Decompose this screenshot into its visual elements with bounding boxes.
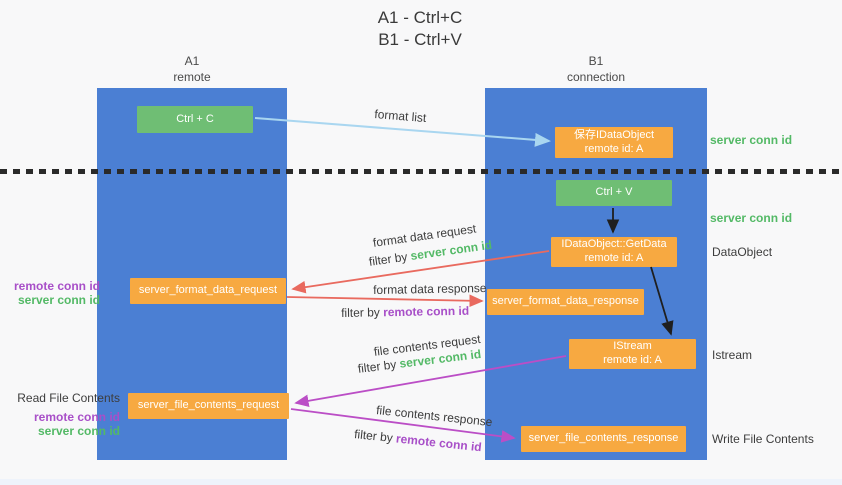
title-line-2: B1 - Ctrl+V	[378, 29, 462, 49]
title-line-1: A1 - Ctrl+C	[377, 8, 463, 27]
node-server-format-data-response: server_format_data_response	[487, 289, 644, 315]
node-server-file-contents-response: server_file_contents_response	[521, 426, 686, 452]
dotted-divider	[0, 169, 842, 174]
node-getdata-line1: IDataObject::GetData	[561, 238, 667, 251]
label-server-conn-id-mid: server conn id	[710, 211, 793, 225]
label-remote-conn-id-upper: remote conn id	[13, 279, 100, 293]
label-server-conn-id-top: server conn id	[710, 133, 793, 147]
label-write-file-contents: Write File Contents	[712, 432, 814, 446]
filter-by-text-2: filter by	[341, 305, 380, 320]
node-format-data-response-label: server_format_data_response	[492, 295, 639, 308]
column-b1-name: connection	[566, 69, 626, 84]
bottom-strip	[0, 479, 842, 485]
label-read-file-contents: Read File Contents	[17, 391, 120, 405]
column-b1-id: B1	[588, 54, 604, 68]
arrow-format-data-response	[286, 294, 484, 308]
node-save-idataobject: 保存IDataObject remote id: A	[555, 127, 673, 158]
label-filter-by-remote-conn-id-2: filter by remote conn id	[354, 427, 483, 454]
column-header-a1: A1 remote	[97, 54, 287, 85]
node-getdata-line2: remote id: A	[584, 252, 644, 264]
column-a1-name: remote	[173, 69, 211, 84]
node-server-format-data-request: server_format_data_request	[130, 278, 286, 304]
filter-remote-conn-id-2: remote conn id	[395, 431, 483, 455]
node-ctrl-v: Ctrl + V	[556, 180, 672, 206]
label-server-conn-id-upper: server conn id	[17, 293, 100, 307]
node-file-contents-response-label: server_file_contents_response	[528, 432, 679, 445]
node-server-file-contents-request: server_file_contents_request	[128, 393, 289, 419]
diagram-title: A1 - Ctrl+C B1 - Ctrl+V	[300, 7, 540, 51]
filter-by-text-4: filter by	[353, 427, 394, 445]
label-filter-by-remote-conn-id-1: filter by remote conn id	[341, 304, 469, 320]
label-dataobject: DataObject	[712, 245, 773, 259]
node-save-idataobject-line1: 保存IDataObject	[573, 128, 655, 141]
node-ctrl-c: Ctrl + C	[137, 106, 253, 133]
column-header-b1: B1 connection	[485, 54, 707, 85]
label-istream: Istream	[712, 348, 753, 362]
label-remote-conn-id-lower: remote conn id	[33, 410, 120, 424]
node-istream-line2: remote id: A	[603, 354, 662, 366]
filter-by-text-3: filter by	[357, 357, 398, 376]
node-ctrl-c-label: Ctrl + C	[176, 112, 214, 125]
node-istream: IStream remote id: A	[569, 339, 696, 369]
label-server-conn-id-lower: server conn id	[37, 424, 120, 438]
node-format-data-request-label: server_format_data_request	[138, 284, 278, 297]
label-format-data-response: format data response	[373, 281, 487, 297]
filter-remote-conn-id-1: remote conn id	[383, 303, 470, 320]
node-istream-line1: IStream	[613, 340, 652, 353]
node-idataobject-getdata: IDataObject::GetData remote id: A	[551, 237, 677, 267]
filter-by-text-1: filter by	[368, 249, 409, 269]
node-file-contents-request-label: server_file_contents_request	[137, 399, 280, 412]
node-save-idataobject-line2: remote id: A	[584, 142, 644, 155]
label-file-contents-response: file contents response	[375, 403, 494, 430]
column-a1-id: A1	[184, 54, 200, 68]
node-ctrl-v-label: Ctrl + V	[595, 186, 633, 199]
label-format-list: format list	[373, 107, 427, 126]
